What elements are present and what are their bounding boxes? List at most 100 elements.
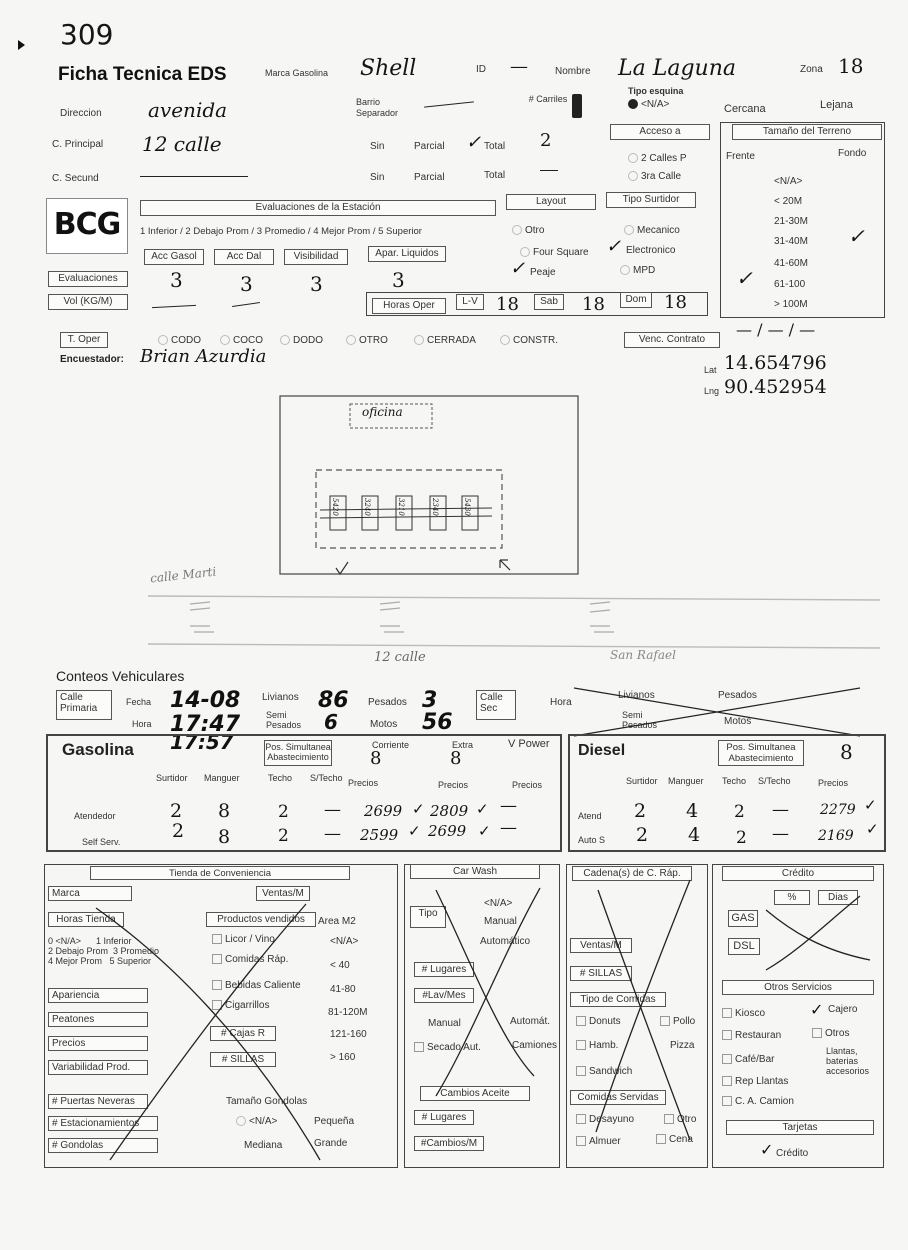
gas-row-1-techo[interactable]: 2 xyxy=(278,826,289,846)
servida-cena[interactable]: Cena xyxy=(656,1134,693,1145)
gondolas-button[interactable]: # Gondolas xyxy=(48,1138,158,1153)
gas-row-1-p1[interactable]: 2599 xyxy=(360,826,399,844)
eval-value-1[interactable]: 3 xyxy=(240,272,253,296)
gas-row-0-p2[interactable]: 2809 xyxy=(430,802,469,820)
terreno-opt-5[interactable]: 61-100 xyxy=(774,279,806,290)
dsl-row-0-precio[interactable]: 2279 xyxy=(820,802,856,818)
livianos-value[interactable]: 86 xyxy=(318,688,349,713)
id-value[interactable]: — xyxy=(510,56,528,77)
gas-row-0-stecho[interactable]: — xyxy=(324,800,341,820)
gas-pos-button[interactable]: Pos. Simultanea Abastecimiento xyxy=(264,740,332,766)
eval-value-2[interactable]: 3 xyxy=(310,272,323,296)
tipo-surtidor-button[interactable]: Tipo Surtidor xyxy=(606,192,696,208)
dsl-row-0-manguer[interactable]: 4 xyxy=(686,800,699,822)
comida-pizza[interactable]: Pizza xyxy=(670,1040,695,1051)
gas-row-1-p2[interactable]: 2699 xyxy=(428,822,467,840)
area-opt-4[interactable]: 121-160 xyxy=(330,1029,367,1040)
cw-automat[interactable]: Automát. xyxy=(510,1016,551,1027)
service-restaurant[interactable]: Restauran xyxy=(722,1030,781,1041)
dsl-row-1-stecho[interactable]: — xyxy=(772,824,789,844)
area-opt-5[interactable]: > 160 xyxy=(330,1052,356,1063)
producto-licor[interactable]: Licor / Vino xyxy=(212,934,275,945)
service-otros[interactable]: Otros xyxy=(812,1028,849,1039)
cadenas-sillas-button[interactable]: # SILLAS xyxy=(570,966,632,981)
marca-value[interactable]: Shell xyxy=(360,56,417,81)
gas-row-1-p3[interactable]: — xyxy=(500,818,517,838)
principal-value[interactable]: 12 calle xyxy=(142,132,222,156)
comida-sandwich[interactable]: Sandwich xyxy=(576,1066,632,1077)
gondola-mediana[interactable]: Mediana xyxy=(244,1140,283,1151)
cw-tipo-button[interactable]: Tipo xyxy=(410,906,446,928)
credito-dsl-button[interactable]: DSL xyxy=(728,938,760,955)
gas-row-0-manguer[interactable]: 8 xyxy=(218,800,231,822)
horas-tienda-button[interactable]: Horas Tienda xyxy=(48,912,124,927)
variabilidad-button[interactable]: Variabilidad Prod. xyxy=(48,1060,148,1075)
gas-row-0-p3[interactable]: — xyxy=(500,796,517,816)
vol-button[interactable]: Vol (KG/M) xyxy=(48,294,128,310)
terreno-opt-1[interactable]: < 20M xyxy=(774,196,803,207)
t-oper-dodo[interactable]: DODO xyxy=(280,335,323,346)
service-ca-camion[interactable]: C. A. Camion xyxy=(722,1096,794,1107)
layout-otro[interactable]: Otro xyxy=(512,225,544,236)
t-oper-cerrada[interactable]: CERRADA xyxy=(414,335,476,346)
dsl-row-0-stecho[interactable]: — xyxy=(772,800,789,820)
cw-opt-na[interactable]: <N/A> xyxy=(484,898,513,909)
gas-row-0-surtidor[interactable]: 2 xyxy=(170,800,183,822)
diesel-pos-button[interactable]: Pos. Simultanea Abastecimiento xyxy=(718,740,804,766)
dsl-row-1-surtidor[interactable]: 2 xyxy=(636,824,649,846)
eval-value-3[interactable]: 3 xyxy=(392,268,405,292)
cw-camiones[interactable]: Camiones xyxy=(512,1040,558,1051)
pesados-value[interactable]: 3 xyxy=(422,688,438,713)
tres-calle-option[interactable]: 3ra Calle xyxy=(628,171,681,182)
direccion-value[interactable]: avenida xyxy=(148,98,228,122)
gas-row-0-techo[interactable]: 2 xyxy=(278,802,289,822)
gas-row-1-manguer[interactable]: 8 xyxy=(218,826,231,848)
venc-contrato-value[interactable]: — / — / — xyxy=(736,320,816,339)
servida-otro[interactable]: Otro xyxy=(664,1114,696,1125)
hora-value[interactable]: 17:47 xyxy=(170,712,241,737)
surtidor-electronico[interactable]: Electronico xyxy=(626,245,676,256)
visibilidad-label[interactable]: Visibilidad xyxy=(284,249,348,265)
lat-value[interactable]: 14.654796 xyxy=(724,352,827,374)
t-oper-button[interactable]: T. Oper xyxy=(60,332,108,348)
producto-bebidas[interactable]: Bebidas Caliente xyxy=(212,980,301,991)
calle-primaria-button[interactable]: Calle Primaria xyxy=(56,690,112,720)
motos-value[interactable]: 56 xyxy=(422,710,453,735)
servida-desayuno[interactable]: Desayuno xyxy=(576,1114,634,1125)
acc-gasol-label[interactable]: Acc Gasol xyxy=(144,249,204,265)
gas-row-1-surtidor[interactable]: 2 xyxy=(172,820,185,842)
gas-row-1-stecho[interactable]: — xyxy=(324,824,341,844)
lv-value[interactable]: 18 xyxy=(496,294,519,315)
gondola-pequena[interactable]: Pequeña xyxy=(314,1116,355,1127)
cw-lav-mes-button[interactable]: #Lav/Mes xyxy=(414,988,474,1003)
terreno-opt-0[interactable]: <N/A> xyxy=(774,176,803,187)
cambios-mes-button[interactable]: #Cambios/M xyxy=(414,1136,484,1151)
service-cajero[interactable]: Cajero xyxy=(828,1004,858,1015)
calle-sec-button[interactable]: Calle Sec xyxy=(476,690,516,720)
credito-dias-button[interactable]: Dias xyxy=(818,890,858,905)
cw-manual[interactable]: Manual xyxy=(428,1018,461,1029)
surtidor-mpd[interactable]: MPD xyxy=(620,265,655,276)
t-oper-otro[interactable]: OTRO xyxy=(346,335,388,346)
tienda-sillas-button[interactable]: # SILLAS xyxy=(210,1052,276,1067)
layout-four-square[interactable]: Four Square xyxy=(520,247,589,258)
terreno-opt-4[interactable]: 41-60M xyxy=(774,258,808,269)
estacionamientos-button[interactable]: # Estacionamientos xyxy=(48,1116,158,1131)
comida-pollo[interactable]: Pollo xyxy=(660,1016,695,1027)
service-rep-llantas[interactable]: Rep Llantas xyxy=(722,1076,788,1087)
dsl-row-1-techo[interactable]: 2 xyxy=(736,828,747,848)
encuestador-value[interactable]: Brian Azurdia xyxy=(140,346,267,367)
venc-contrato-button[interactable]: Venc. Contrato xyxy=(624,332,720,348)
cw-opt-manual[interactable]: Manual xyxy=(484,916,517,927)
tienda-marca-button[interactable]: Marca xyxy=(48,886,132,901)
comida-donuts[interactable]: Donuts xyxy=(576,1016,621,1027)
fecha-value[interactable]: 14-08 xyxy=(170,688,241,713)
layout-button[interactable]: Layout xyxy=(506,194,596,210)
dom-value[interactable]: 18 xyxy=(664,292,687,313)
area-opt-1[interactable]: < 40 xyxy=(330,960,350,971)
apar-liquidos-label[interactable]: Apar. Liquidos xyxy=(368,246,446,262)
area-opt-3[interactable]: 81-120M xyxy=(328,1007,368,1018)
terreno-opt-6[interactable]: > 100M xyxy=(774,299,808,310)
cw-lugares-button[interactable]: # Lugares xyxy=(414,962,474,977)
terreno-opt-2[interactable]: 21-30M xyxy=(774,216,808,227)
